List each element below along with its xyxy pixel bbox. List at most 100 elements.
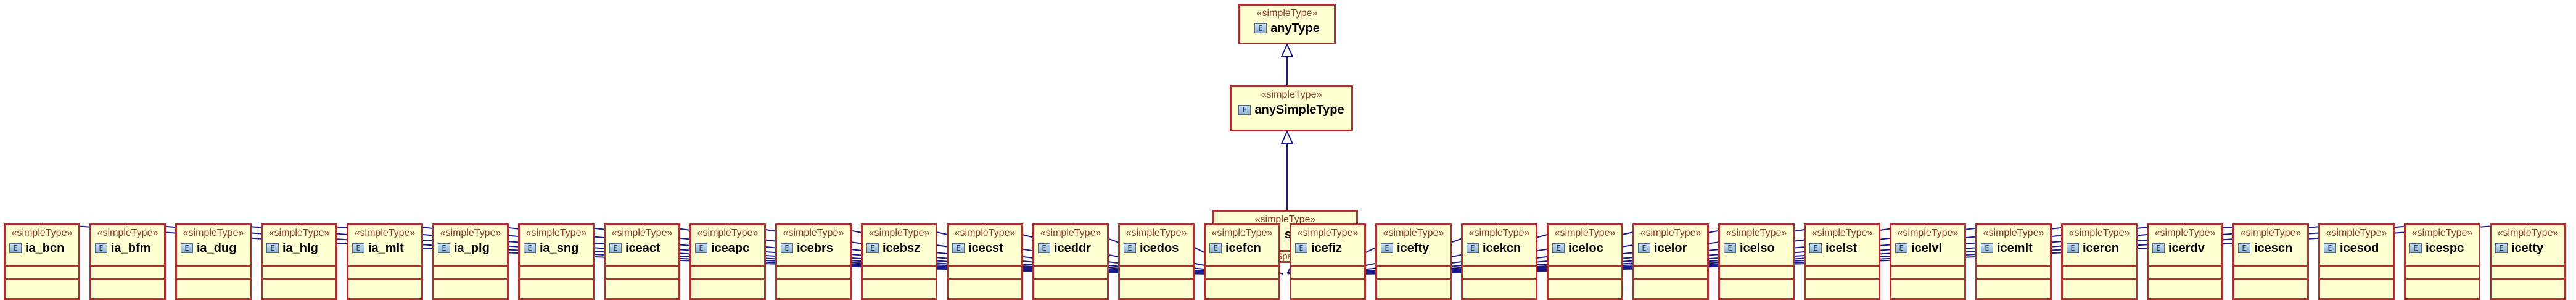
element-icon: E	[952, 243, 965, 253]
type-name: icercn	[2083, 241, 2119, 255]
compartment-divider	[434, 278, 507, 280]
compartment-divider	[863, 265, 936, 267]
stereotype-label: «simpleType»	[868, 228, 930, 238]
element-icon: E	[1295, 243, 1307, 253]
compartment-divider	[1977, 278, 2050, 280]
type-name: icefty	[1397, 241, 1430, 255]
type-name: icedos	[1140, 241, 1179, 255]
element-icon: E	[2495, 243, 2508, 253]
compartment-divider	[348, 265, 421, 267]
type-name: icelst	[1825, 241, 1858, 255]
type-name: icesod	[2340, 241, 2379, 255]
stereotype-label: «simpleType»	[954, 228, 1016, 238]
compartment-divider	[949, 278, 1021, 280]
stereotype-label: «simpleType»	[1254, 214, 1316, 225]
compartment-divider	[1891, 265, 1964, 267]
type-name: iceapc	[711, 241, 750, 255]
type-name: ia_dug	[197, 241, 237, 255]
stereotype-label: «simpleType»	[1554, 228, 1616, 238]
element-icon: E	[609, 243, 622, 253]
type-name: icekcn	[1483, 241, 1521, 255]
compartment-divider	[1034, 278, 1107, 280]
type-name: ia_mlt	[368, 241, 404, 255]
compartment-divider	[1720, 265, 1793, 267]
compartment-divider	[777, 265, 850, 267]
element-icon: E	[1467, 243, 1479, 253]
compartment-divider	[1463, 265, 1536, 267]
stereotype-label: «simpleType»	[1261, 90, 1322, 100]
compartment-divider	[1291, 278, 1364, 280]
element-icon: E	[524, 243, 536, 253]
type-name: icebrs	[797, 241, 833, 255]
compartment-divider	[434, 265, 507, 267]
compartment-divider	[520, 278, 593, 280]
type-name: icerdv	[2168, 241, 2205, 255]
compartment-divider	[1720, 278, 1793, 280]
type-name: ia_plg	[454, 241, 490, 255]
compartment-divider	[520, 265, 593, 267]
stereotype-label: «simpleType»	[1297, 228, 1359, 238]
stereotype-label: «simpleType»	[1640, 228, 1702, 238]
element-icon: E	[2238, 243, 2250, 253]
compartment-divider	[91, 265, 164, 267]
type-name: icespc	[2426, 241, 2464, 255]
generalization-arrowhead	[1282, 44, 1293, 57]
type-box-anysimpletype[interactable]: «simpleType» E anySimpleType	[1230, 85, 1353, 131]
stereotype-label: «simpleType»	[1383, 228, 1444, 238]
compartment-divider	[2063, 265, 2136, 267]
compartment-divider	[2149, 278, 2221, 280]
stereotype-label: «simpleType»	[2497, 228, 2559, 238]
element-icon: E	[438, 243, 450, 253]
compartment-divider	[691, 278, 764, 280]
compartment-divider	[1806, 278, 1879, 280]
compartment-divider	[691, 265, 764, 267]
type-name: anyType	[1270, 22, 1320, 35]
stereotype-label: «simpleType»	[2240, 228, 2302, 238]
element-icon: E	[1809, 243, 1822, 253]
compartment-divider	[1214, 250, 1356, 252]
type-name: iceddr	[1054, 241, 1092, 255]
element-icon: E	[1552, 243, 1565, 253]
type-name: icebsz	[883, 241, 921, 255]
element-icon: E	[1124, 243, 1136, 253]
stereotype-label: «simpleType»	[1983, 228, 2044, 238]
stereotype-label: «simpleType»	[11, 228, 73, 238]
type-box-anytype[interactable]: «simpleType» E anyType	[1238, 4, 1336, 44]
compartment-divider	[6, 278, 78, 280]
compartment-divider	[1806, 265, 1879, 267]
type-name: anySimpleType	[1254, 103, 1344, 117]
stereotype-label: «simpleType»	[1726, 228, 1787, 238]
compartment-divider	[606, 278, 678, 280]
compartment-divider	[1291, 265, 1364, 267]
